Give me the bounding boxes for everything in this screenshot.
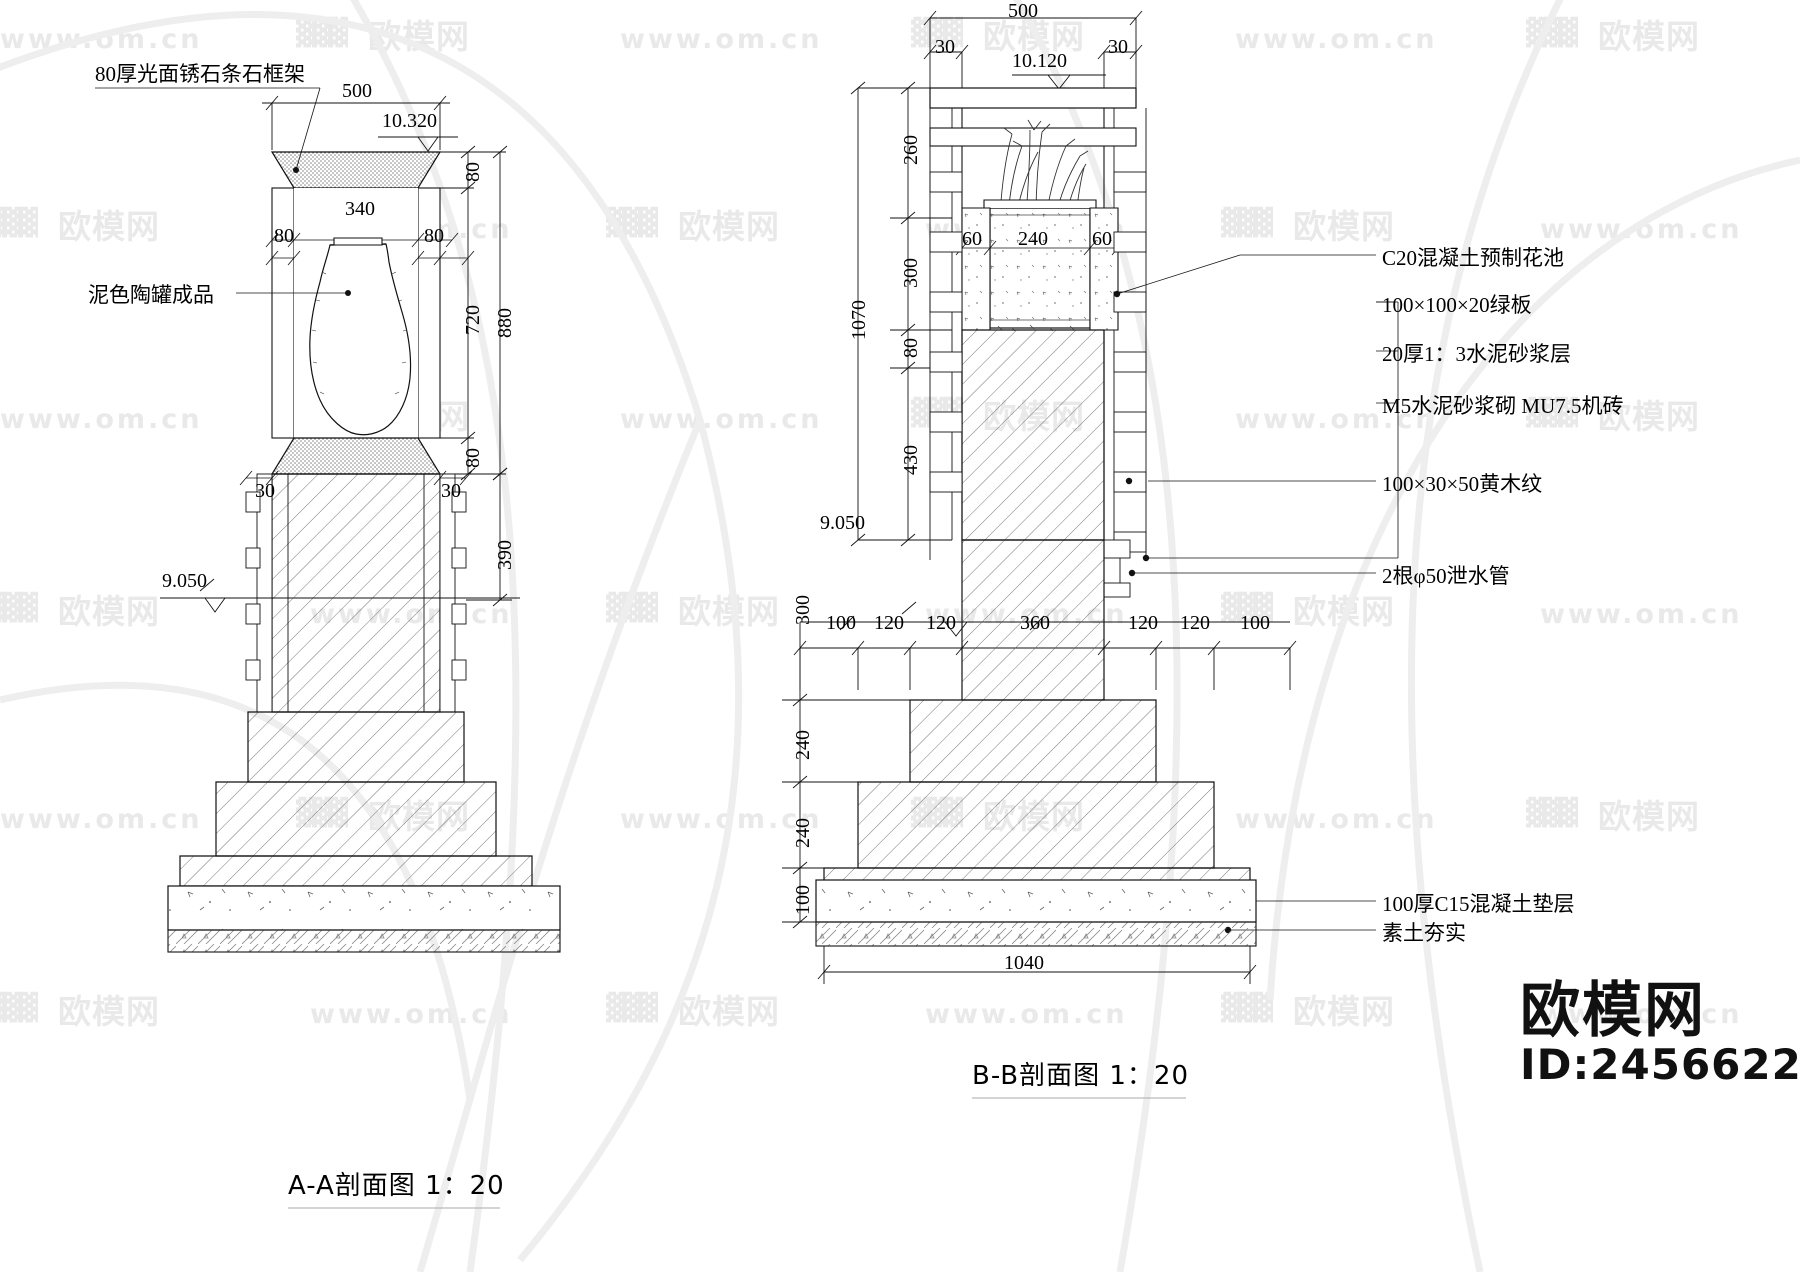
dim-left-wall: 60 — [962, 228, 982, 250]
dim-right-left-offset: 30 — [935, 36, 955, 58]
elev-right-base: 9.050 — [820, 512, 865, 534]
dim-left-opening-height: 720 — [462, 305, 484, 335]
dim-planter-width: 240 — [1018, 228, 1048, 250]
dim-left-inner-width: 340 — [345, 198, 375, 220]
dim-chain-120-r: 120 — [1128, 612, 1158, 634]
dim-chain-120-r2: 120 — [1180, 612, 1210, 634]
dim-foot-300: 300 — [792, 595, 814, 625]
dim-mat-100: 100 — [792, 885, 814, 915]
dim-seg-80: 80 — [900, 338, 922, 358]
dim-seg-300: 300 — [900, 258, 922, 288]
note-clay-jar: 泥色陶罐成品 — [88, 283, 214, 307]
dim-right-overall-width: 500 — [1008, 0, 1038, 22]
dim-chain-120-l: 120 — [874, 612, 904, 634]
dim-right-jamb: 80 — [424, 225, 444, 247]
note-stone-frame: 80厚光面锈石条石框架 — [95, 62, 305, 86]
callout-compacted-soil: 素土夯实 — [1382, 921, 1466, 945]
dim-left-frame-height: 880 — [494, 308, 516, 338]
brand-logo-text: 欧模网 — [1520, 976, 1706, 1046]
dim-right-offset: 30 — [441, 480, 461, 502]
callout-brick-masonry: M5水泥砂浆砌 MU7.5机砖 — [1382, 394, 1624, 418]
callout-yellow-wood-grain: 100×30×50黄木纹 — [1382, 472, 1543, 496]
dim-step-240-lower: 240 — [792, 818, 814, 848]
callout-green-board: 100×100×20绿板 — [1382, 293, 1532, 317]
dim-left-top-slab: 80 — [462, 162, 484, 182]
dim-chain-100-r: 100 — [1240, 612, 1270, 634]
dim-right-wall: 60 — [1092, 228, 1112, 250]
dim-left-bottom-slab: 80 — [462, 448, 484, 468]
dim-step-240-upper: 240 — [792, 730, 814, 760]
dim-right-right-offset: 30 — [1108, 36, 1128, 58]
dim-chain-120-l2: 120 — [926, 612, 956, 634]
title-right-view: B-B剖面图 1：20 — [972, 1061, 1190, 1091]
dim-base-width: 1040 — [1004, 952, 1044, 974]
elev-left-top: 10.320 — [382, 110, 437, 132]
dim-seg-260: 260 — [900, 135, 922, 165]
callout-mortar-layer: 20厚1：3水泥砂浆层 — [1382, 342, 1571, 366]
dim-left-offset: 30 — [255, 480, 275, 502]
brand-id-text: ID:2456622 — [1520, 1040, 1800, 1089]
dim-chain-360: 360 — [1020, 612, 1050, 634]
elev-left-base: 9.050 — [162, 570, 207, 592]
dim-left-plinth-height: 390 — [494, 540, 516, 570]
title-left-view: A-A剖面图 1：20 — [288, 1171, 505, 1201]
dim-seg-430: 430 — [900, 445, 922, 475]
dim-left-jamb: 80 — [274, 225, 294, 247]
dim-chain-100-l: 100 — [826, 612, 856, 634]
elev-right-top: 10.120 — [1012, 50, 1067, 72]
callout-concrete-cushion: 100厚C15混凝土垫层 — [1382, 892, 1575, 916]
dim-total-1070: 1070 — [848, 300, 870, 340]
callout-precast-planter: C20混凝土预制花池 — [1382, 246, 1565, 270]
dim-left-overall-width: 500 — [342, 80, 372, 102]
callout-drain-pipes: 2根φ50泄水管 — [1382, 564, 1510, 588]
